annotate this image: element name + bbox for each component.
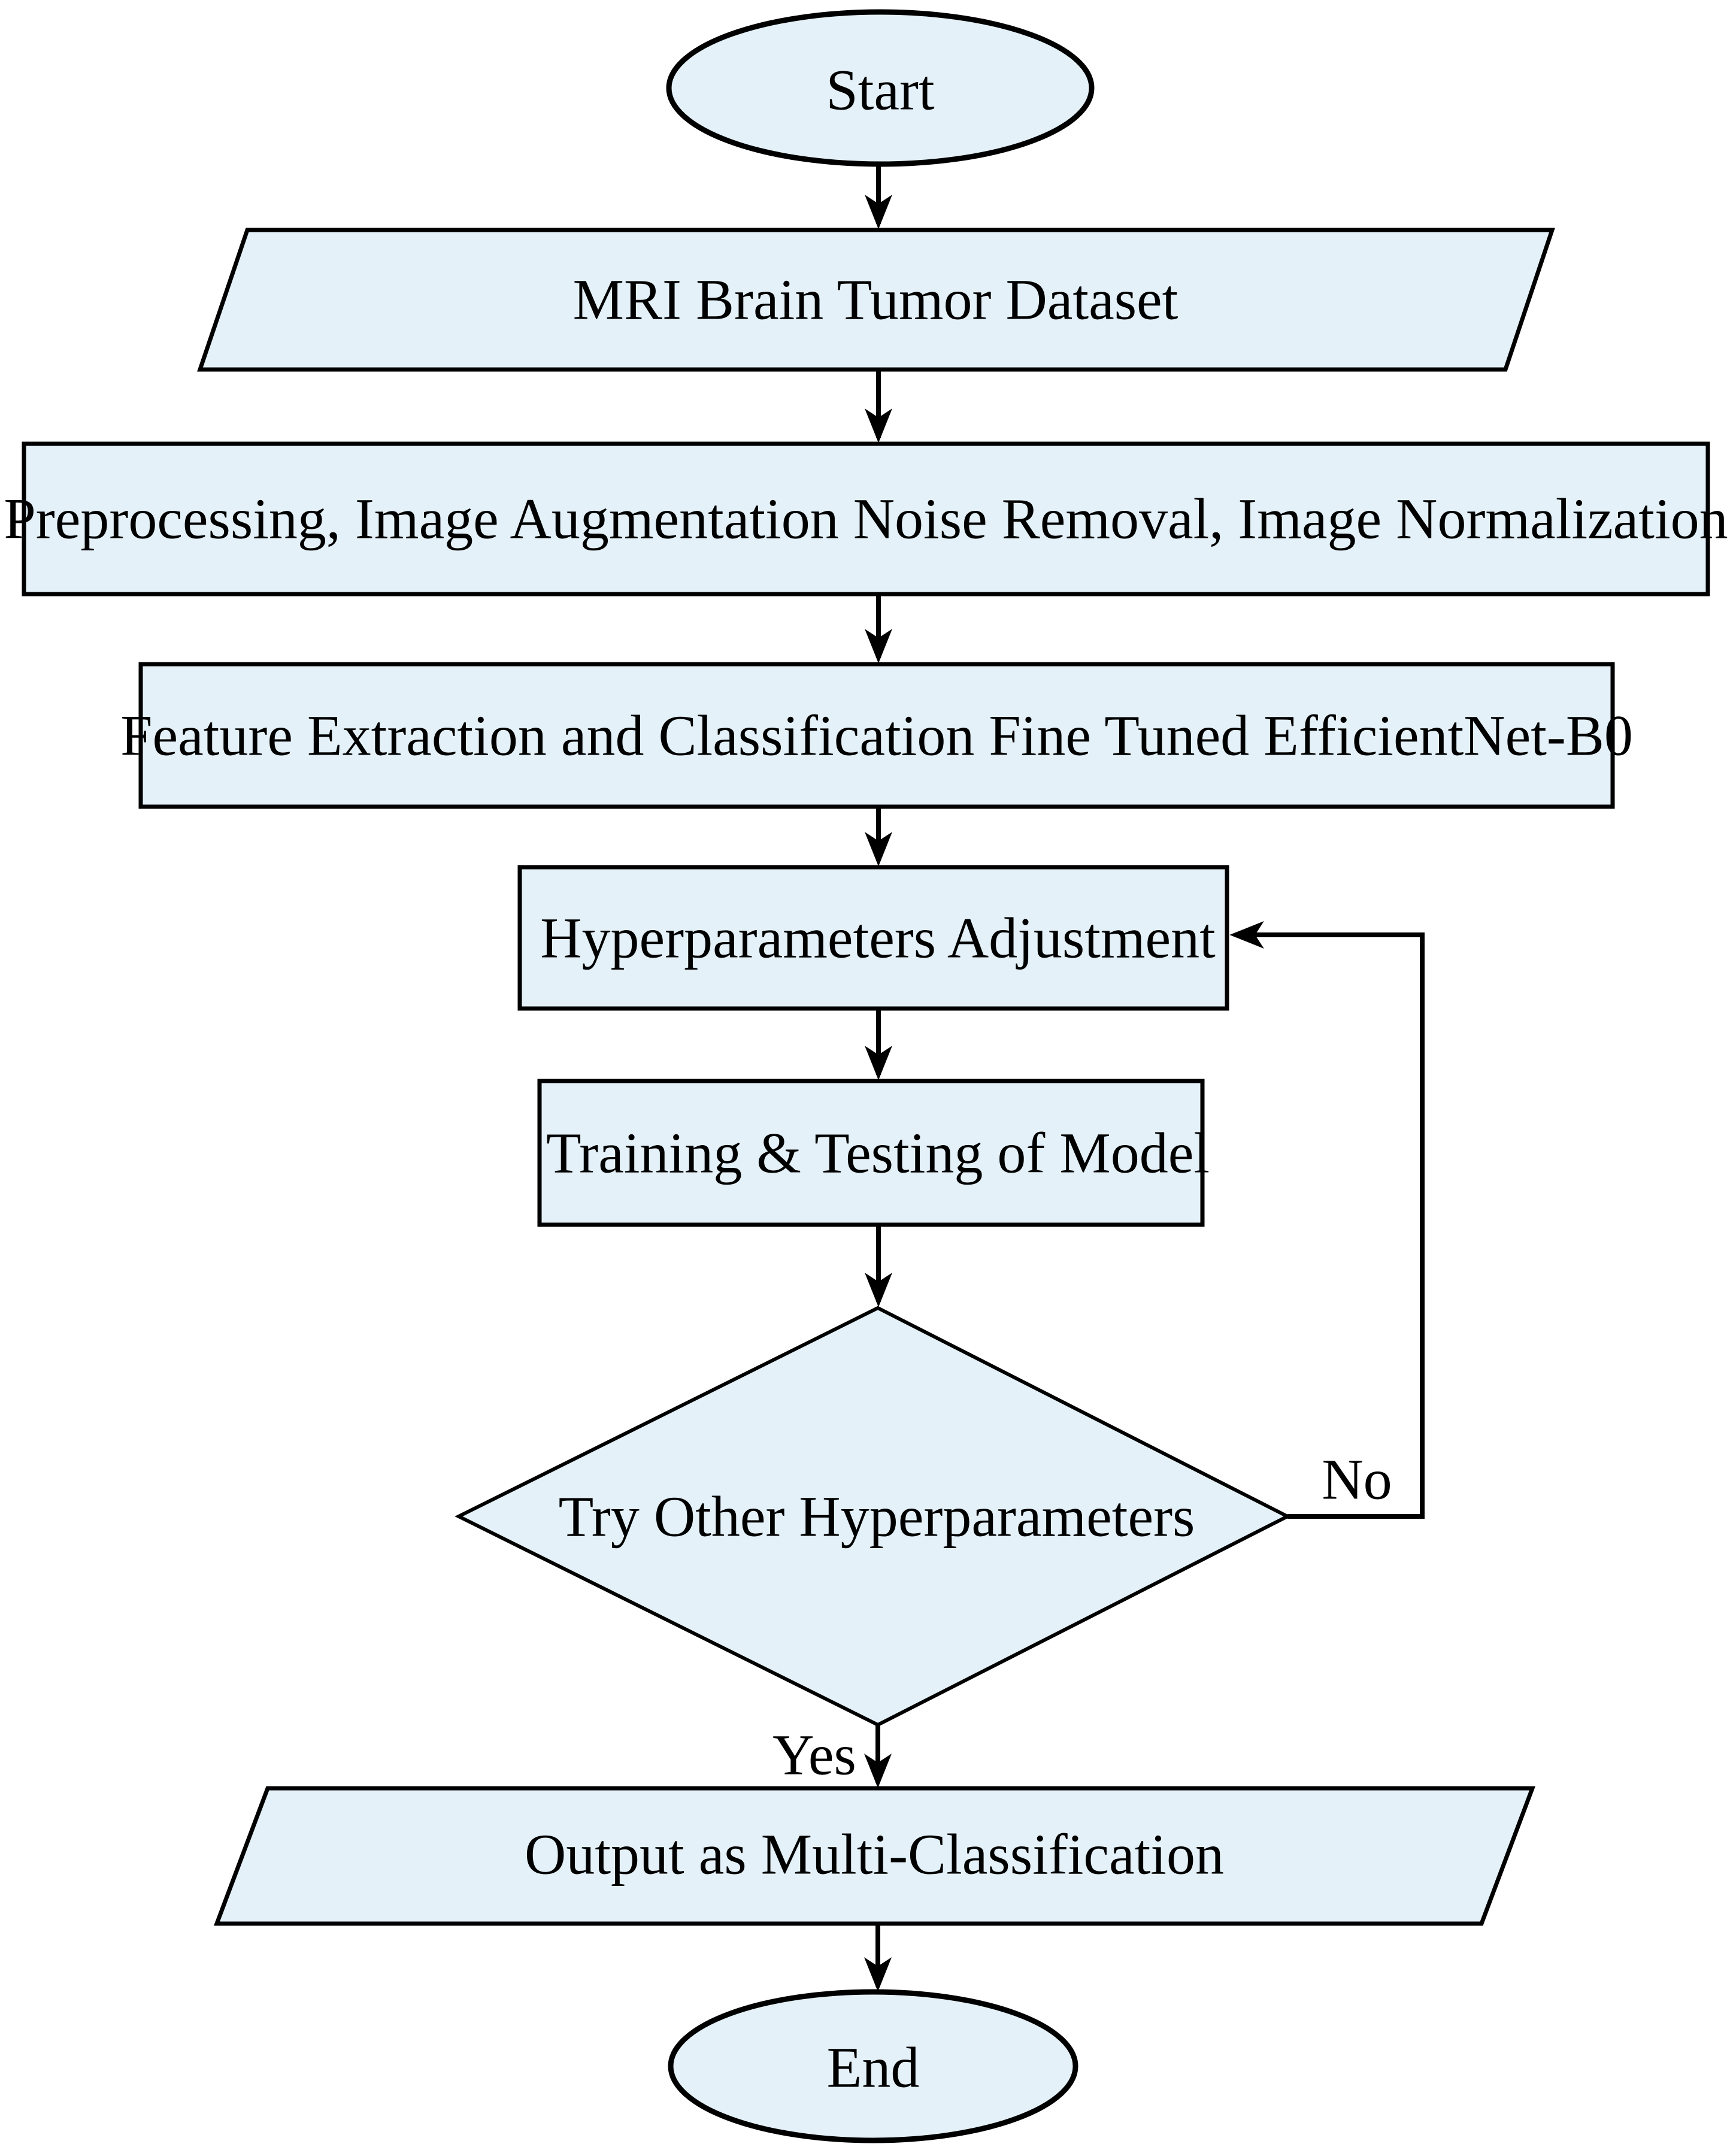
preprocessing-process-shape [22, 441, 1710, 596]
output-label: Output as Multi-Classification [525, 1822, 1224, 1886]
dataset-parallelogram-shape [197, 228, 1555, 372]
output-parallelogram-shape [213, 1786, 1536, 1926]
training-testing-label: Training & Testing of Model [546, 1121, 1210, 1185]
edge-label-yes: Yes [772, 1723, 856, 1787]
dataset-label: MRI Brain Tumor Dataset [573, 268, 1178, 332]
edge-label-no: No [1322, 1448, 1392, 1512]
end-terminator-shape [668, 1989, 1078, 2143]
feature-extraction-label: Feature Extraction and Classification Fi… [120, 704, 1633, 768]
edge-decision-no-loop [1229, 921, 1425, 1519]
end-label: End [827, 2036, 920, 2100]
hyperparameter-adjustment-label: Hyperparameters Adjustment [540, 906, 1216, 970]
training-testing-process-shape [537, 1079, 1205, 1227]
preprocessing-label: Preprocessing, Image Augmentation Noise … [4, 487, 1728, 551]
decision-label: Try Other Hyperparameters [559, 1485, 1195, 1549]
feature-extraction-process-shape [138, 662, 1615, 809]
start-terminator-shape [666, 9, 1095, 167]
hyperparameter-adjustment-process-shape [517, 865, 1229, 1011]
start-label: Start [826, 58, 935, 122]
